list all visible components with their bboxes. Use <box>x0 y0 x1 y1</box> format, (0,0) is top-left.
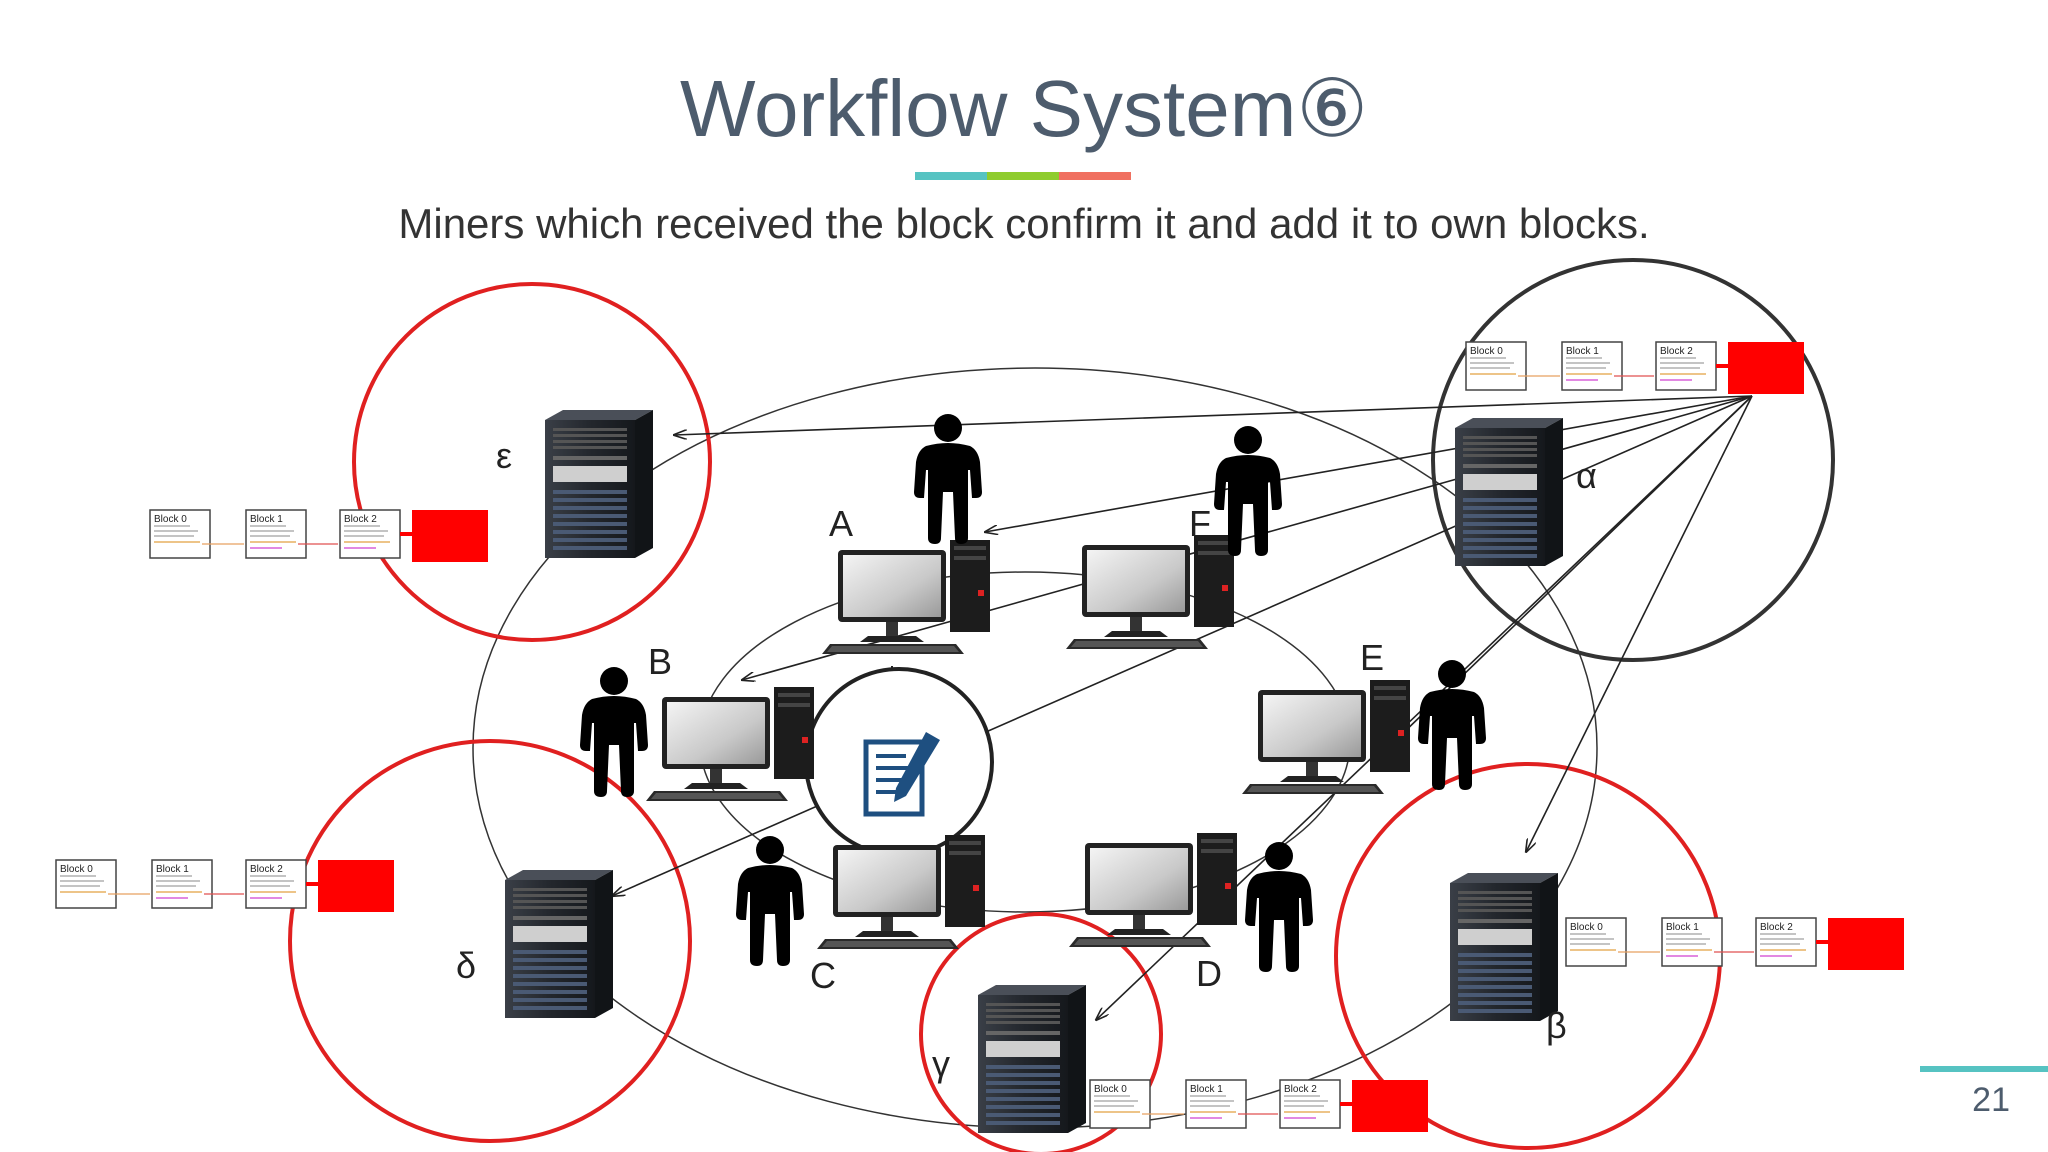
block-label: Block 1 <box>250 514 283 525</box>
person-b <box>580 667 648 797</box>
block-label: Block 0 <box>1570 922 1603 933</box>
computer-c <box>817 835 985 949</box>
computer-f <box>1066 535 1234 649</box>
block-label: Block 2 <box>1284 1084 1317 1095</box>
person-a <box>914 414 982 544</box>
corner-accent-line <box>1920 1066 2048 1072</box>
broadcast-arrow-to-b <box>742 395 1753 680</box>
hub-circle <box>804 667 994 857</box>
computer-d <box>1069 833 1237 947</box>
person-c <box>736 836 804 966</box>
miner-label-epsilon: ε <box>496 435 512 476</box>
document-icon <box>863 732 940 817</box>
broadcast-arrow-to-epsilon <box>674 395 1753 435</box>
block-label: Block 0 <box>1094 1084 1127 1095</box>
page-number: 21 <box>1972 1081 2010 1119</box>
blockchain-gamma: Block 0 Block 1 Block 2 <box>1088 1078 1430 1134</box>
block-label: Block 0 <box>154 514 187 525</box>
client-label-a: A <box>829 503 853 544</box>
computer-e <box>1242 680 1410 794</box>
miner-label-gamma: γ <box>932 1043 950 1084</box>
block-label: Block 2 <box>1660 346 1693 357</box>
server-epsilon <box>545 410 653 558</box>
accent-bar-teal <box>915 172 987 180</box>
miner-circle-alpha <box>1431 258 1835 662</box>
block-label: Block 0 <box>60 864 93 875</box>
block-label: Block 0 <box>1470 346 1503 357</box>
blockchain-alpha: Block 0 Block 1 Block 2 <box>1464 340 1806 396</box>
blockchain-delta: Block 0 Block 1 Block 2 <box>54 858 396 914</box>
slide-title: Workflow System⑥ <box>679 64 1369 153</box>
client-label-e: E <box>1360 637 1384 678</box>
server-gamma <box>978 985 1086 1133</box>
block-label: Block 2 <box>344 514 377 525</box>
block-label: Block 1 <box>1666 922 1699 933</box>
block-label: Block 1 <box>156 864 189 875</box>
miner-circle-gamma <box>919 912 1163 1152</box>
block-label: Block 2 <box>250 864 283 875</box>
miner-label-beta: β <box>1546 1005 1567 1046</box>
slide-subtitle: Miners which received the block confirm … <box>398 200 1650 247</box>
miner-label-delta: δ <box>456 945 476 986</box>
computer-b <box>646 687 814 801</box>
broadcast-arrow-to-a <box>985 395 1753 532</box>
computer-a <box>822 540 990 654</box>
blockchain-epsilon: Block 0 Block 1 Block 2 <box>148 508 490 564</box>
server-alpha <box>1455 418 1563 566</box>
block-label: Block 1 <box>1190 1084 1223 1095</box>
client-label-c: C <box>810 955 836 996</box>
broadcast-arrow-to-beta <box>1526 395 1753 852</box>
blockchain-beta: Block 0 Block 1 Block 2 <box>1564 916 1906 972</box>
block-label: Block 1 <box>1566 346 1599 357</box>
accent-bar-red <box>1059 172 1131 180</box>
miner-label-alpha: α <box>1576 455 1597 496</box>
miner-circle-delta <box>288 739 692 1143</box>
client-label-f: F <box>1189 503 1211 544</box>
client-label-b: B <box>648 641 672 682</box>
server-delta <box>505 870 613 1018</box>
accent-bar-green <box>987 172 1059 180</box>
block-label: Block 2 <box>1760 922 1793 933</box>
server-beta <box>1450 873 1558 1021</box>
miner-circle-epsilon <box>352 282 712 642</box>
client-label-d: D <box>1196 953 1222 994</box>
